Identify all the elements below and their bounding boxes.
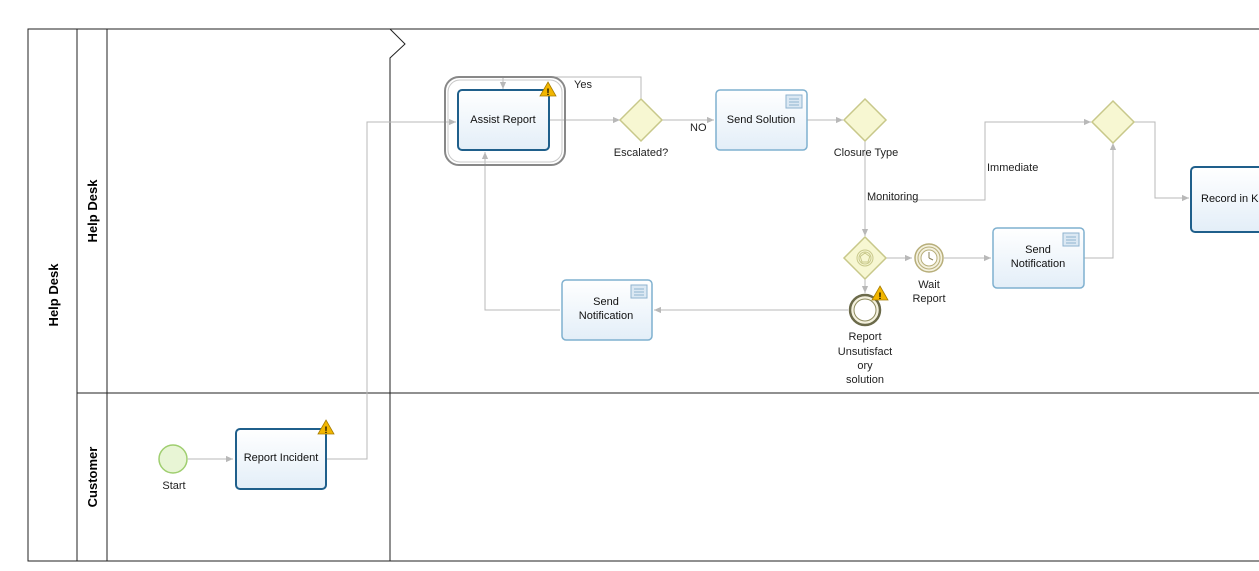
task-send-solution-label: Send Solution xyxy=(727,114,796,126)
pool[interactable]: Help Desk xyxy=(27,28,1259,562)
event-report-unsatisfactory[interactable]: ! Report Unsutisfact ory solution xyxy=(838,285,892,386)
wait-report-label-line1: Wait xyxy=(918,279,940,291)
send-notification-left-line1: Send xyxy=(593,296,619,308)
flow-notification-to-merge xyxy=(1084,143,1117,259)
task-assist-report-label: Assist Report xyxy=(470,114,535,126)
task-record-in[interactable]: Record in K xyxy=(1190,166,1259,233)
pool-label: Help Desk xyxy=(46,263,61,327)
send-task-icon xyxy=(630,284,648,299)
flow-notification-to-assist xyxy=(481,152,560,311)
lane-label-customer: Customer xyxy=(85,447,100,508)
svg-text:!: ! xyxy=(879,291,882,301)
task-assist-report[interactable]: Assist Report ! xyxy=(444,76,566,166)
send-notification-left-line2: Notification xyxy=(579,310,633,322)
flow-merge-to-record xyxy=(1134,121,1189,202)
svg-text:!: ! xyxy=(547,87,550,97)
flow-label-no: NO xyxy=(690,122,707,134)
task-record-in-label: Record in K xyxy=(1201,193,1259,205)
warning-icon: ! xyxy=(871,285,889,301)
gateway-closure-type[interactable]: Closure Type xyxy=(834,97,899,159)
flow-escalated-yes xyxy=(499,76,642,99)
sequence-flows xyxy=(188,76,1189,463)
task-send-notification-left[interactable]: Send Notification xyxy=(561,279,653,341)
unsatisfactory-label-line1: Report xyxy=(848,331,881,343)
send-notification-right-line1: Send xyxy=(1025,244,1051,256)
send-task-icon xyxy=(1062,232,1080,247)
gateway-event-based[interactable] xyxy=(842,235,888,281)
svg-text:!: ! xyxy=(325,425,328,435)
task-send-solution[interactable]: Send Solution xyxy=(715,89,808,151)
timer-icon xyxy=(920,249,938,267)
timer-event-wait-report[interactable]: Wait Report xyxy=(912,243,946,305)
warning-icon: ! xyxy=(317,419,335,435)
task-report-incident-label: Report Incident xyxy=(244,452,319,464)
gateway-escalated-label: Escalated? xyxy=(614,147,668,159)
task-send-notification-right[interactable]: Send Notification xyxy=(992,227,1085,289)
task-report-incident[interactable]: Report Incident ! xyxy=(235,419,335,490)
unsatisfactory-label-line3: ory xyxy=(857,360,873,372)
start-event[interactable]: Start xyxy=(158,444,188,492)
send-notification-right-line2: Notification xyxy=(1011,258,1065,270)
flow-report-incident-to-assist-report xyxy=(326,118,456,460)
start-event-label: Start xyxy=(162,480,185,492)
warning-icon: ! xyxy=(539,81,557,97)
flow-label-yes: Yes xyxy=(574,79,592,91)
lane-customer[interactable]: Customer xyxy=(85,447,100,508)
lane-help-desk[interactable]: Help Desk xyxy=(85,179,100,243)
gateway-escalated[interactable]: Escalated? xyxy=(614,97,668,159)
flow-label-immediate: Immediate xyxy=(987,162,1038,174)
send-task-icon xyxy=(785,94,803,109)
unsatisfactory-label-line2: Unsutisfact xyxy=(838,346,892,358)
unsatisfactory-label-line4: solution xyxy=(846,374,884,386)
wait-report-label-line2: Report xyxy=(912,293,945,305)
gateway-closure-type-label: Closure Type xyxy=(834,147,899,159)
flow-closure-immediate xyxy=(868,118,1091,201)
gateway-merge[interactable] xyxy=(1090,99,1136,145)
lane-label-help-desk: Help Desk xyxy=(85,179,100,243)
flow-label-monitoring: Monitoring xyxy=(867,191,918,203)
